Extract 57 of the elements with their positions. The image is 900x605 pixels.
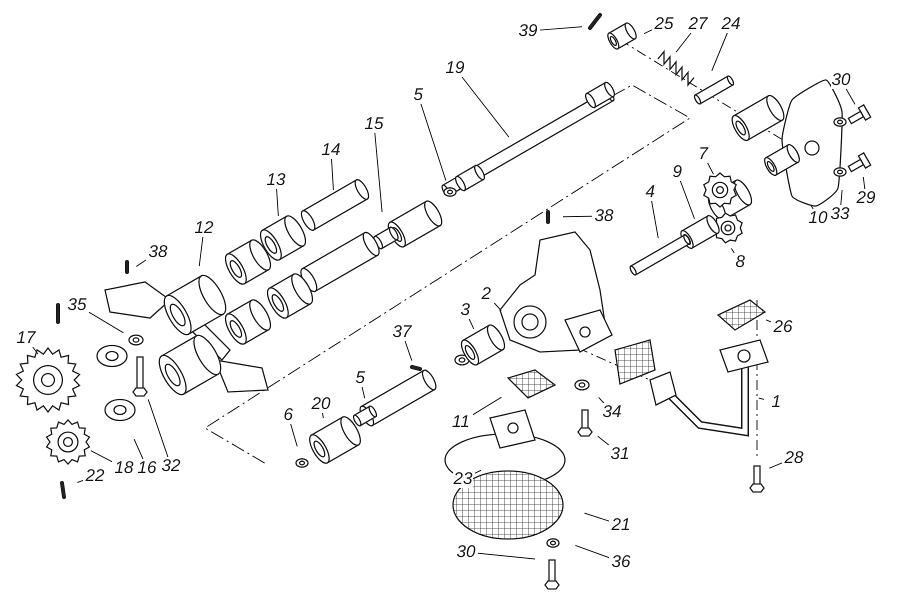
leader-line: [676, 32, 692, 53]
leader-line: [331, 158, 334, 191]
callout-number: 4: [644, 183, 656, 201]
callout-number: 17: [16, 329, 36, 347]
leader-line: [846, 88, 856, 105]
leader-line: [478, 552, 536, 560]
callout-number: 27: [688, 15, 708, 33]
leader-line: [598, 396, 604, 404]
leader-line: [562, 216, 592, 218]
leader-line: [322, 412, 324, 419]
leader-line: [32, 346, 38, 354]
leader-line: [198, 236, 204, 267]
leader-line: [474, 470, 482, 474]
callout-number: 3: [460, 301, 471, 319]
leader-line: [711, 32, 728, 72]
leader-line: [462, 76, 510, 138]
callout-number: 30: [830, 71, 852, 89]
callout-number: 19: [444, 59, 466, 77]
leader-line: [362, 386, 366, 399]
leader-line: [472, 396, 502, 416]
leader-line: [404, 340, 412, 362]
callout-number: 24: [720, 15, 742, 33]
callout-number: 6: [282, 406, 294, 424]
leader-line: [862, 176, 866, 190]
leader-line: [136, 260, 146, 267]
callout-number: 5: [412, 86, 424, 104]
leader-line: [374, 132, 383, 213]
leader-line: [90, 450, 112, 462]
leader-line: [680, 180, 695, 220]
leader-line: [768, 462, 782, 469]
leader-line: [707, 162, 714, 175]
leader-line: [276, 188, 279, 217]
leader-line: [134, 438, 144, 460]
leader-line: [758, 398, 764, 400]
leader-line: [840, 189, 843, 206]
leader-line: [597, 436, 610, 446]
leader-line: [468, 318, 474, 330]
callout-number: 9: [672, 163, 683, 181]
callout-number: 7: [698, 145, 709, 163]
leader-line: [574, 544, 610, 558]
leader-line: [584, 512, 610, 522]
leader-line: [148, 398, 168, 458]
leader-line: [651, 200, 659, 239]
leader-line: [290, 424, 298, 447]
callout-number: 37: [392, 323, 412, 341]
callout-number: 5: [354, 369, 366, 387]
leader-line: [88, 312, 124, 334]
leader-line: [540, 26, 583, 31]
leader-line: [730, 248, 735, 254]
leader-line: [420, 104, 446, 181]
leader-line: [766, 319, 772, 322]
leader-line: [494, 302, 502, 312]
callout-number: 23: [452, 470, 474, 488]
leader-line: [644, 29, 652, 34]
callout-number: 20: [310, 395, 332, 413]
leader-line: [76, 480, 84, 484]
leader-line: [810, 204, 814, 210]
